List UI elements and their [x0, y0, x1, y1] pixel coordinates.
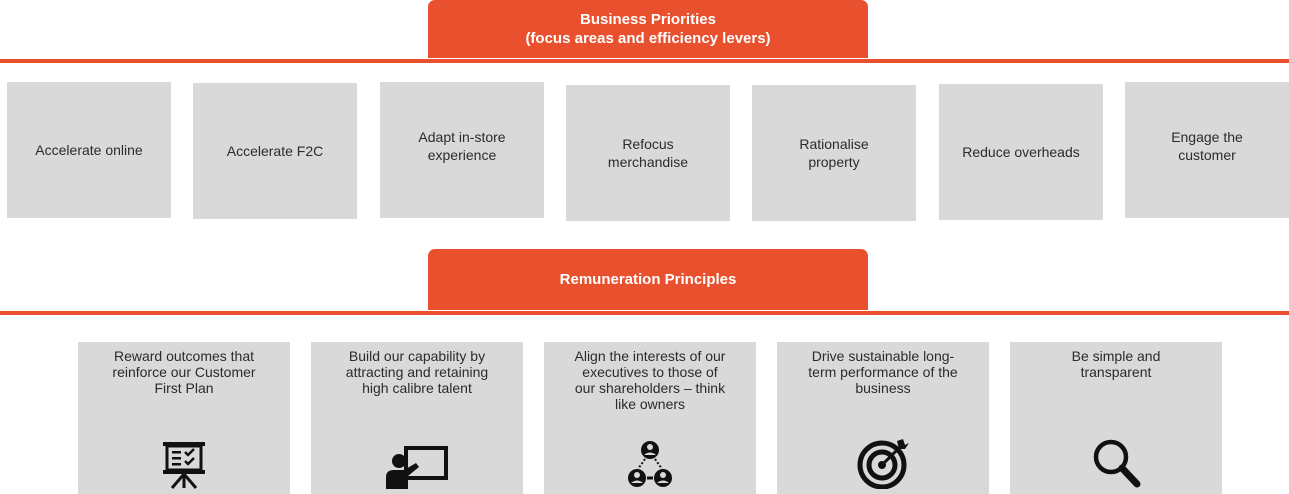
priority-box-engage-customer: Engage the customer: [1125, 82, 1289, 218]
principle-box-build-capability: Build our capability by attracting and r…: [311, 342, 523, 494]
principle-label: Align the interests of our executives to…: [574, 348, 726, 412]
remuneration-principles-rule: [0, 311, 1289, 315]
remuneration-principles-header: Remuneration Principles: [428, 249, 868, 310]
principle-label: Be simple and transparent: [1071, 348, 1161, 380]
priority-box-accelerate-f2c: Accelerate F2C: [193, 83, 357, 219]
business-priorities-header: Business Priorities (focus areas and eff…: [428, 0, 868, 58]
principle-label: Drive sustainable long- term performance…: [808, 348, 958, 396]
presentation-board-icon: [159, 439, 209, 492]
priority-box-rationalise-property: Rationalise property: [752, 85, 916, 221]
teacher-screen-icon: [382, 443, 452, 492]
principle-label: Reward outcomes that reinforce our Custo…: [112, 348, 256, 396]
principle-label: Build our capability by attracting and r…: [345, 348, 489, 396]
priority-box-refocus-merchandise: Refocus merchandise: [566, 85, 730, 221]
principle-box-align-interests: Align the interests of our executives to…: [544, 342, 756, 494]
people-network-icon: [628, 439, 672, 492]
target-arrow-icon: [855, 437, 911, 492]
principle-box-drive-performance: Drive sustainable long- term performance…: [777, 342, 989, 494]
business-priorities-rule: [0, 59, 1289, 63]
priority-box-accelerate-online: Accelerate online: [7, 82, 171, 218]
principle-box-reward-outcomes: Reward outcomes that reinforce our Custo…: [78, 342, 290, 494]
principle-box-simple-transparent: Be simple and transparent: [1010, 342, 1222, 494]
magnifier-icon: [1091, 437, 1141, 492]
priority-box-reduce-overheads: Reduce overheads: [939, 84, 1103, 220]
priority-box-adapt-in-store: Adapt in-store experience: [380, 82, 544, 218]
